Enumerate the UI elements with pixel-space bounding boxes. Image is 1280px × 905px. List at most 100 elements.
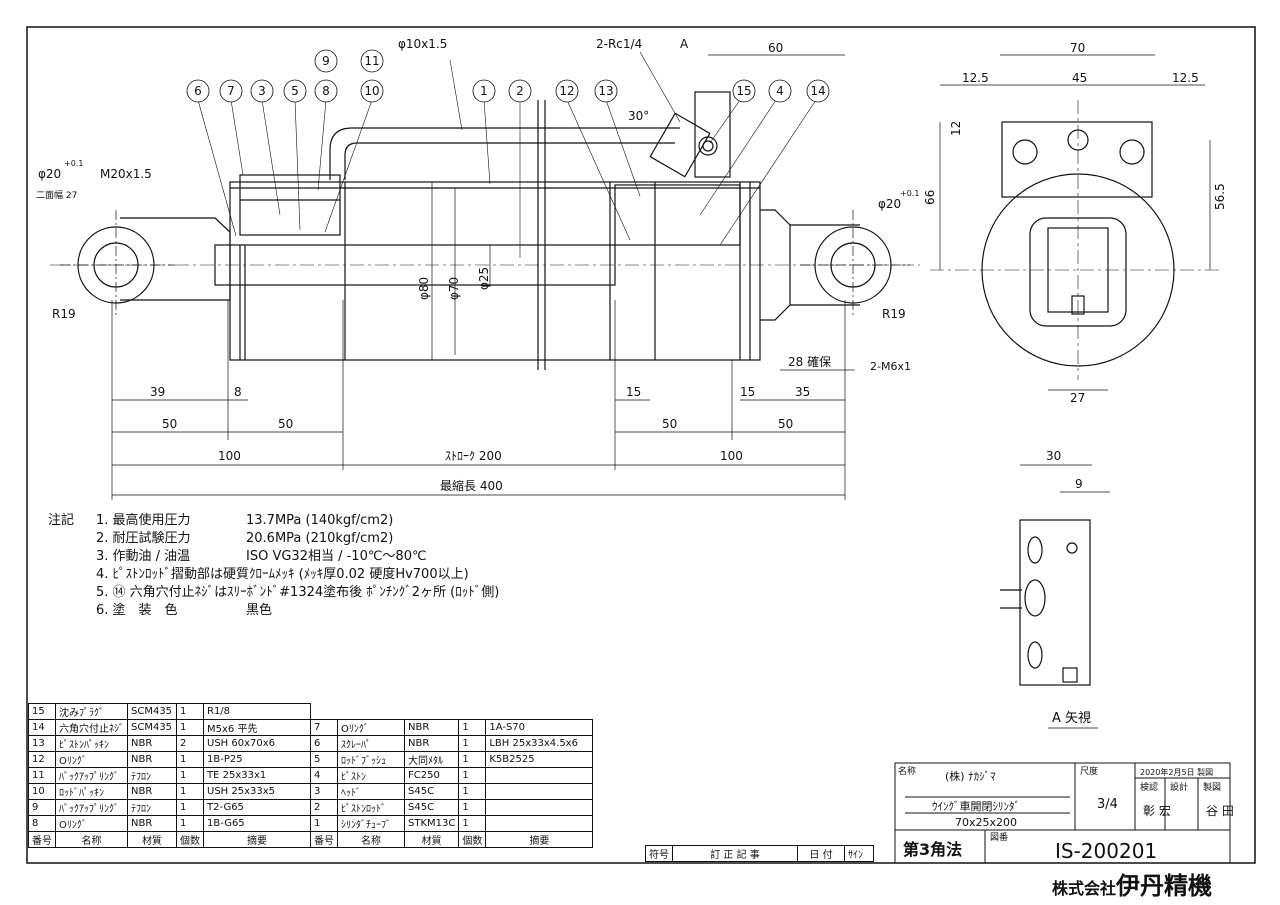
balloon-1: 1 <box>480 84 488 98</box>
parts-header-cell: 番号 <box>28 831 56 848</box>
parts-header-cell: 材質 <box>127 831 177 848</box>
parts-cell: ﾛｯﾄﾞﾊﾟｯｷﾝ <box>55 783 128 800</box>
balloon-9: 9 <box>322 54 330 68</box>
dim-a9: 9 <box>1075 477 1083 491</box>
parts-cell: 11 <box>28 767 56 784</box>
tb-approver: 彰 宏 <box>1143 803 1171 818</box>
parts-cell: 1 <box>458 783 487 800</box>
tb-date: 2020年2月5日 製図 <box>1140 767 1213 777</box>
tb-client: (株) ﾅｶｼﾞﾏ <box>945 769 996 783</box>
parts-cell: ﾃﾌﾛﾝ <box>127 767 177 784</box>
parts-header-cell: 番号 <box>310 831 338 848</box>
balloon-2: 2 <box>516 84 524 98</box>
parts-cell: 1 <box>458 767 487 784</box>
dim-100a: 100 <box>218 449 241 463</box>
parts-cell: 1 <box>458 735 487 752</box>
dim-100b: 100 <box>720 449 743 463</box>
parts-cell: NBR <box>403 719 460 736</box>
tb-name-label: 名称 <box>898 765 916 777</box>
parts-cell: 1A-S70 <box>485 719 594 736</box>
tb-drawing-no: IS-200201 <box>1055 839 1157 863</box>
parts-cell: 六角穴付止ﾈｼﾞ <box>55 719 128 736</box>
cylinder-main-view <box>50 51 920 370</box>
parts-cell: 沈みﾌﾟﾗｸﾞ <box>55 703 128 720</box>
dim-tol-right: +0.1 <box>900 189 919 198</box>
parts-cell: 1 <box>458 719 487 736</box>
parts-cell: ﾊﾞｯｸｱｯﾌﾟﾘﾝｸﾞ <box>55 767 128 784</box>
dim-pin-right: φ20 <box>878 197 901 211</box>
dim-d80: φ80 <box>417 277 431 300</box>
parts-cell: 1 <box>176 751 204 768</box>
parts-cell: NBR <box>127 815 177 832</box>
dim-side27: 27 <box>1070 391 1085 405</box>
parts-cell: 7 <box>310 719 338 736</box>
note-6-label: 6. 塗 装 色 <box>96 603 178 618</box>
note-5-label: 5. ⑭ 六角穴付止ﾈｼﾞはｽﾘｰﾎﾞﾝﾄﾞ#1324塗布後 ﾎﾟﾝﾁﾝｸﾞ2ヶ… <box>96 585 500 600</box>
parts-cell: NBR <box>127 751 177 768</box>
parts-cell: USH 25x33x5 <box>203 783 311 800</box>
tb-approve: 検認 <box>1140 781 1158 793</box>
dim-50c: 50 <box>662 417 677 431</box>
balloon-7: 7 <box>227 84 235 98</box>
side-view <box>930 54 1220 391</box>
parts-cell: 14 <box>28 719 56 736</box>
parts-header-cell: 名称 <box>337 831 405 848</box>
dim-pin-left: φ20 <box>38 167 61 181</box>
balloon-6: 6 <box>194 84 202 98</box>
parts-cell: ﾛｯﾄﾞﾌﾞｯｼｭ <box>337 751 405 768</box>
parts-cell: 2 <box>176 735 204 752</box>
balloon-5: 5 <box>291 84 299 98</box>
balloon-8: 8 <box>322 84 330 98</box>
dim-d25: φ25 <box>477 267 491 290</box>
parts-header-row: 番号名称材質個数摘要番号名称材質個数摘要 <box>28 831 594 848</box>
note-3-label: 3. 作動油 / 油温 <box>96 549 191 564</box>
balloon-15: 15 <box>736 84 751 98</box>
tb-size: 70x25x200 <box>955 816 1017 829</box>
tb-design: 設計 <box>1170 781 1188 793</box>
dim-50d: 50 <box>778 417 793 431</box>
tb-product: ｳｲﾝｸﾞ車開閉ｼﾘﾝﾀﾞ <box>932 799 1020 813</box>
parts-cell: ﾋﾟｽﾄﾝﾊﾟｯｷﾝ <box>55 735 128 752</box>
dim-side12: 12 <box>949 121 963 136</box>
parts-cell: ｽｸﾚｰﾊﾟ <box>337 735 405 752</box>
parts-header-cell: 摘要 <box>203 831 311 848</box>
parts-cell: NBR <box>127 783 177 800</box>
title-block-texts: 名称 (株) ﾅｶｼﾞﾏ ｳｲﾝｸﾞ車開閉ｼﾘﾝﾀﾞ 70x25x200 尺度 … <box>898 765 1234 863</box>
dim-side45: 45 <box>1072 71 1087 85</box>
note-line-5: 5. ⑭ 六角穴付止ﾈｼﾞはｽﾘｰﾎﾞﾝﾄﾞ#1324塗布後 ﾎﾟﾝﾁﾝｸﾞ2ヶ… <box>96 584 499 602</box>
balloon-12: 12 <box>559 84 574 98</box>
dim-side125b: 12.5 <box>1172 71 1199 85</box>
parts-cell: S45C <box>403 799 460 816</box>
parts-cell <box>485 767 594 784</box>
parts-cell: 1 <box>458 799 487 816</box>
dim-side565: 56.5 <box>1213 183 1227 210</box>
parts-cell: STKM13C <box>403 815 460 832</box>
rev-signature: ｻｲﾝ <box>844 845 874 862</box>
note-line-6: 6. 塗 装 色黒色 <box>96 602 272 620</box>
balloon-numbers: 6 7 3 5 9 8 11 10 1 2 12 13 15 4 14 <box>194 54 825 98</box>
parts-cell: K5B2525 <box>485 751 594 768</box>
parts-cell: 1 <box>176 767 204 784</box>
parts-cell <box>485 799 594 816</box>
sheet-border <box>26 26 1256 864</box>
dim-15a: 15 <box>626 385 641 399</box>
dimension-lines <box>111 54 855 500</box>
dim-m6: 2-M6x1 <box>870 360 911 373</box>
dim-side125a: 12.5 <box>962 71 989 85</box>
tb-scale: 3/4 <box>1097 797 1118 812</box>
parts-cell: NBR <box>403 735 460 752</box>
dim-8: 8 <box>234 385 242 399</box>
note-4-label: 4. ﾋﾟｽﾄﾝﾛｯﾄﾞ摺動部は硬質ｸﾛｰﾑﾒｯｷ (ﾒｯｷ厚0.02 硬度Hv… <box>96 567 469 582</box>
parts-cell: ﾍｯﾄﾞ <box>337 783 405 800</box>
parts-cell: 1 <box>176 799 204 816</box>
balloon-3: 3 <box>258 84 266 98</box>
company-main: 伊丹精機 <box>1116 872 1213 900</box>
